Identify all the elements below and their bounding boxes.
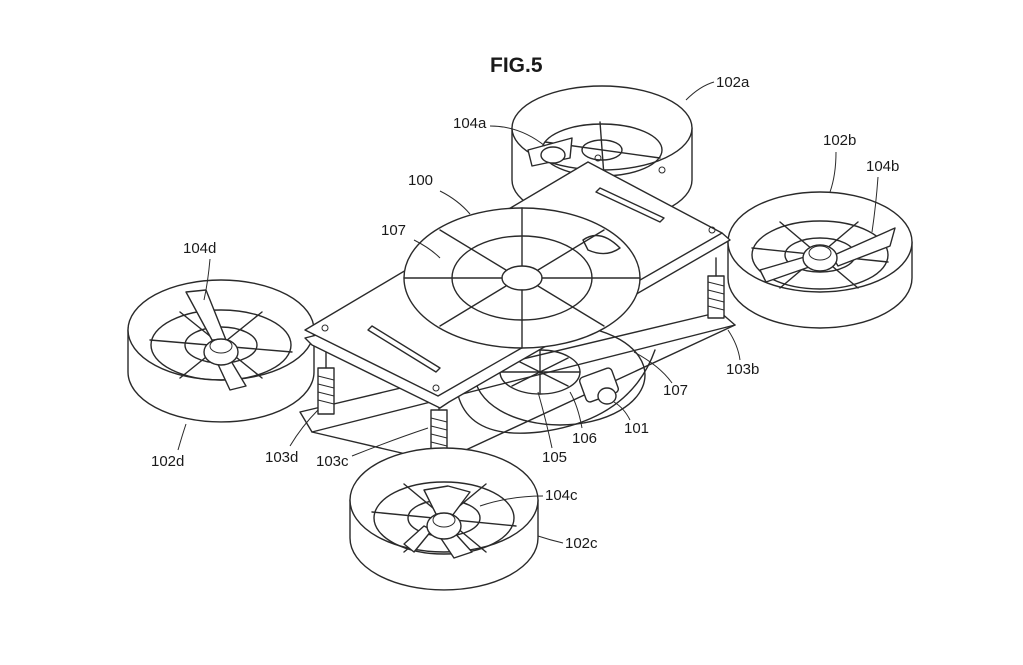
- duct-102b: 102b 104b: [727, 132, 913, 329]
- label-102c: 102c: [565, 535, 598, 552]
- label-107-right: 107: [663, 382, 688, 399]
- label-103c: 103c: [316, 453, 349, 470]
- duct-102d: 104d 102d: [127, 240, 315, 470]
- figure-title: FIG.5: [490, 54, 543, 77]
- main-plate-100: 100 107: [304, 154, 731, 409]
- label-101: 101: [624, 420, 649, 437]
- reference-labels: 103b 107 101 106 105 103c 103d: [265, 329, 759, 470]
- label-106: 106: [572, 430, 597, 447]
- motor-101: [579, 367, 619, 405]
- label-102a: 102a: [716, 74, 750, 91]
- label-104a: 104a: [453, 115, 487, 132]
- label-107-top: 107: [381, 222, 406, 239]
- label-103b: 103b: [726, 361, 759, 378]
- label-102b: 102b: [823, 132, 856, 149]
- label-102d: 102d: [151, 453, 184, 470]
- label-104b: 104b: [866, 158, 899, 175]
- label-105: 105: [542, 449, 567, 466]
- leg-103b: [707, 257, 725, 319]
- duct-102c: 104c 102c: [349, 447, 598, 591]
- label-104d: 104d: [183, 240, 216, 257]
- label-103d: 103d: [265, 449, 298, 466]
- label-104c: 104c: [545, 487, 578, 504]
- label-100: 100: [408, 172, 433, 189]
